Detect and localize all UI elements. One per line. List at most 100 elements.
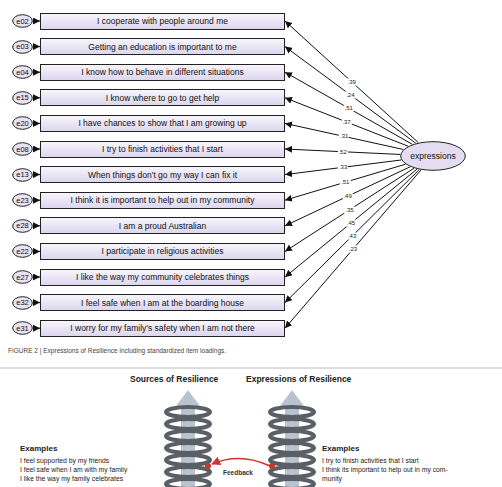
node-text: I participate in religious activities bbox=[102, 246, 224, 256]
connector bbox=[285, 149, 400, 154]
node-text: e27 bbox=[16, 273, 29, 282]
node-text: e28 bbox=[16, 221, 29, 230]
node-text: I know where to go to get help bbox=[106, 93, 219, 103]
node-text: I try to finish activities that I start bbox=[102, 144, 223, 154]
connector bbox=[33, 97, 40, 98]
node-text: I think it is important to help out in m… bbox=[71, 195, 255, 205]
error-term: e27 bbox=[12, 270, 33, 284]
error-term: e31 bbox=[12, 321, 33, 335]
section-heading: Sources of Resilience bbox=[130, 375, 218, 384]
connector bbox=[285, 47, 416, 144]
example-item: I try to finish activities that I start bbox=[322, 457, 419, 464]
item-box: I like the way my community celebrates t… bbox=[40, 269, 285, 286]
ellipse-outline bbox=[13, 117, 33, 130]
item-box: I cooperate with people around me bbox=[40, 13, 285, 30]
node-text: e13 bbox=[16, 170, 29, 179]
item-box: Getting an education is important to me bbox=[40, 38, 285, 55]
spring-illustration bbox=[166, 390, 211, 487]
connector bbox=[285, 169, 417, 277]
item-box: I worry for my family's safety when I am… bbox=[40, 320, 285, 337]
feedback-arrow bbox=[212, 458, 270, 466]
ellipse-outline bbox=[13, 143, 33, 156]
node-text: e08 bbox=[16, 145, 29, 154]
node-text: e22 bbox=[16, 247, 29, 256]
item-box: I try to finish activities that I start bbox=[40, 141, 285, 158]
connector bbox=[285, 168, 414, 251]
node-text: e04 bbox=[16, 68, 29, 77]
node-text: I like the way my community celebrates t… bbox=[76, 272, 249, 282]
node-text: expressions bbox=[410, 151, 455, 161]
connector bbox=[33, 149, 40, 150]
example-item: I feel supported by my friends bbox=[20, 457, 109, 464]
connector bbox=[33, 21, 40, 22]
loading-label: .33 bbox=[338, 164, 348, 171]
error-term: e32 bbox=[12, 296, 33, 310]
node-text: e03 bbox=[16, 42, 29, 51]
ellipse-outline bbox=[13, 40, 33, 53]
connector bbox=[285, 170, 421, 328]
node-text: I cooperate with people around me bbox=[97, 16, 228, 26]
loading-label: .51 bbox=[340, 179, 350, 186]
connector bbox=[285, 160, 401, 175]
feedback-label: Feedback bbox=[223, 469, 253, 476]
node-text: I know how to behave in different situat… bbox=[81, 67, 243, 77]
loading-label: .24 bbox=[345, 91, 355, 98]
error-term: e15 bbox=[12, 91, 33, 105]
item-box: When things don't go my way I can fix it bbox=[40, 166, 285, 183]
connector bbox=[33, 200, 40, 201]
separator-line bbox=[0, 368, 502, 369]
ellipse-outline bbox=[13, 91, 33, 104]
example-item: I think its important to help out in my … bbox=[322, 466, 448, 473]
node-text: I feel safe when I am at the boarding ho… bbox=[81, 298, 244, 308]
spring-illustration bbox=[269, 390, 314, 487]
example-item: I like the way my family celebrates bbox=[20, 475, 123, 482]
item-box: I participate in religious activities bbox=[40, 243, 285, 260]
error-term: e02 bbox=[12, 14, 33, 28]
connector bbox=[33, 225, 40, 226]
ellipse-outline bbox=[13, 219, 33, 232]
ellipse-outline bbox=[401, 142, 466, 171]
connector bbox=[33, 328, 40, 329]
examples-heading: Examples bbox=[322, 445, 359, 454]
item-box: I feel safe when I am at the boarding ho… bbox=[40, 294, 285, 311]
node-text: Getting an education is important to me bbox=[88, 42, 236, 52]
node-text: e20 bbox=[16, 119, 29, 128]
item-box: I know how to behave in different situat… bbox=[40, 64, 285, 81]
ellipse-outline bbox=[13, 271, 33, 284]
ellipse-outline bbox=[13, 66, 33, 79]
loading-label: .43 bbox=[347, 233, 357, 240]
error-term: e13 bbox=[12, 168, 33, 182]
ellipse-outline bbox=[13, 322, 33, 335]
error-term: e28 bbox=[12, 219, 33, 233]
item-box: I am a proud Australian bbox=[40, 217, 285, 234]
error-term: e22 bbox=[12, 244, 33, 258]
node-text: e02 bbox=[16, 17, 29, 26]
section-heading: Expressions of Resilience bbox=[246, 375, 351, 384]
error-term: e08 bbox=[12, 142, 33, 156]
item-box: I know where to go to get help bbox=[40, 89, 285, 106]
connector bbox=[33, 72, 40, 73]
example-item: I feel safe when I am with my family bbox=[20, 466, 127, 473]
error-term: e04 bbox=[12, 65, 33, 79]
loading-label: .31 bbox=[339, 133, 349, 140]
connector bbox=[285, 170, 419, 303]
example-item: munity bbox=[322, 475, 342, 482]
node-text: e31 bbox=[16, 324, 29, 333]
node-text: e23 bbox=[16, 196, 29, 205]
node-text: When things don't go my way I can fix it bbox=[88, 170, 237, 180]
loading-label: .51 bbox=[343, 105, 353, 112]
connector bbox=[285, 123, 403, 149]
loading-label: .39 bbox=[346, 78, 356, 85]
node-text: e15 bbox=[16, 93, 29, 102]
connector bbox=[33, 302, 40, 303]
ellipse-outline bbox=[13, 15, 33, 28]
examples-heading: Examples bbox=[20, 445, 57, 454]
ellipse-outline bbox=[13, 194, 33, 207]
node-text: I am a proud Australian bbox=[119, 221, 206, 231]
node-text: I have chances to show that I am growing… bbox=[78, 118, 246, 128]
connector bbox=[285, 72, 412, 144]
loading-label: .37 bbox=[341, 118, 351, 125]
node-text: I worry for my family's safety when I am… bbox=[70, 323, 254, 333]
connector bbox=[285, 164, 405, 200]
